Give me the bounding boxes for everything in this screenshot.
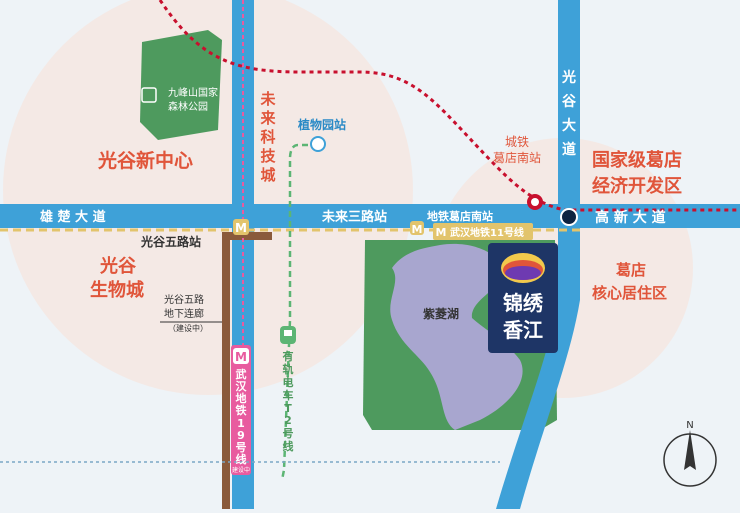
- svg-text:来: 来: [259, 109, 276, 127]
- svg-text:电: 电: [283, 375, 294, 389]
- station-weilai-sanlu: 未来三路站: [321, 209, 387, 225]
- svg-text:谷: 谷: [562, 94, 577, 110]
- road-weilai-keji-city: 未 来 科 技 城: [259, 90, 276, 184]
- tram-t2-label: 有 轨 电 车 T 2 号 线: [283, 349, 294, 453]
- svg-text:大: 大: [562, 117, 576, 134]
- compass-icon: N: [663, 420, 717, 487]
- svg-text:号: 号: [283, 427, 294, 440]
- metro11-badge-m: M: [436, 226, 447, 239]
- park-icon: [141, 87, 157, 103]
- svg-text:道: 道: [562, 141, 576, 158]
- station-metro-gedian-south: 地铁葛店南站: [427, 209, 493, 223]
- svg-text:技: 技: [260, 147, 276, 165]
- metro19-label: 武 汉 地 铁 1 9 号 线: [236, 367, 248, 466]
- metro19-note: 建设中: [232, 466, 250, 474]
- area-guanggu-bio-1: 光谷: [99, 255, 137, 277]
- tram-station-icon: [310, 136, 326, 152]
- metro-icon-m: M: [412, 223, 423, 236]
- park-jiufeng-2: 森林公园: [168, 100, 208, 113]
- svg-text:城: 城: [260, 166, 275, 184]
- station-guanggu-5lu: 光谷五路站: [140, 234, 201, 249]
- station-intercity-1: 城铁: [505, 135, 529, 149]
- svg-text:轨: 轨: [283, 362, 294, 376]
- underground-label-1: 光谷五路: [164, 293, 204, 306]
- svg-text:号: 号: [236, 441, 247, 454]
- area-gedian-residential-2: 核心居住区: [592, 284, 667, 302]
- area-gedian-econ-1: 国家级葛店: [592, 149, 682, 171]
- road-xiongchu: 雄 楚 大 道: [39, 209, 106, 225]
- road-gaoxin: 高 新 大 道: [595, 209, 666, 226]
- metro11-badge: [433, 223, 533, 240]
- area-guanggu-bio-2: 生物城: [90, 279, 144, 301]
- compass-n: N: [686, 420, 693, 431]
- guanggu-dadao-road: [496, 0, 580, 509]
- svg-text:车: 车: [283, 388, 294, 402]
- metro11-label: 武汉地铁11号线: [450, 226, 524, 239]
- underground-corridor-vert: [222, 240, 230, 509]
- metro-icon: [410, 221, 424, 235]
- svg-text:武: 武: [236, 367, 247, 381]
- svg-text:汉: 汉: [236, 379, 248, 393]
- metro-icon: [233, 219, 249, 235]
- svg-text:铁: 铁: [236, 403, 247, 417]
- svg-text:线: 线: [283, 439, 294, 453]
- svg-text:T: T: [284, 402, 292, 415]
- metro19-track: [231, 345, 251, 475]
- xiongchu-road: [0, 204, 740, 228]
- area-gedian-econ-2: 经济开发区: [592, 175, 682, 197]
- road-guanggu-dadao: 光 谷 大 道: [561, 69, 577, 158]
- svg-text:线: 线: [236, 452, 247, 466]
- station-botanical-garden: 植物园站: [297, 117, 346, 132]
- project-name-2: 香江: [503, 318, 543, 342]
- svg-text:科: 科: [260, 128, 275, 146]
- project-name-1: 锦绣: [503, 291, 544, 315]
- guanggu-zone-circle: [3, 0, 413, 395]
- lake-ziling: 紫菱湖: [423, 306, 459, 321]
- svg-text:光: 光: [561, 69, 576, 86]
- area-guanggu-new-center: 光谷新中心: [97, 149, 193, 172]
- underground-note: （建设中）: [168, 323, 208, 333]
- svg-text:有: 有: [283, 349, 294, 363]
- metro19-icon-m: M: [235, 350, 247, 364]
- station-intercity-2: 葛店南站: [493, 150, 541, 165]
- svg-text:地: 地: [236, 391, 247, 405]
- project-marker[interactable]: 锦绣 香江: [488, 243, 558, 353]
- svg-text:2: 2: [284, 414, 292, 427]
- metro-icon-m: M: [235, 221, 247, 235]
- jiufeng-park-area: [140, 30, 222, 140]
- gedian-south-junction-icon: [560, 208, 578, 226]
- intercity-rail: [158, 0, 740, 212]
- metro-icon: [233, 348, 249, 364]
- svg-text:1: 1: [237, 417, 245, 430]
- park-jiufeng-1: 九峰山国家: [168, 86, 218, 99]
- underground-label-2: 地下连廊: [164, 307, 204, 320]
- svg-text:未: 未: [259, 90, 276, 108]
- underground-corridor: [222, 232, 272, 240]
- svg-text:9: 9: [237, 429, 245, 442]
- tram-t2-track: [280, 143, 318, 481]
- area-gedian-residential-1: 葛店: [615, 261, 646, 279]
